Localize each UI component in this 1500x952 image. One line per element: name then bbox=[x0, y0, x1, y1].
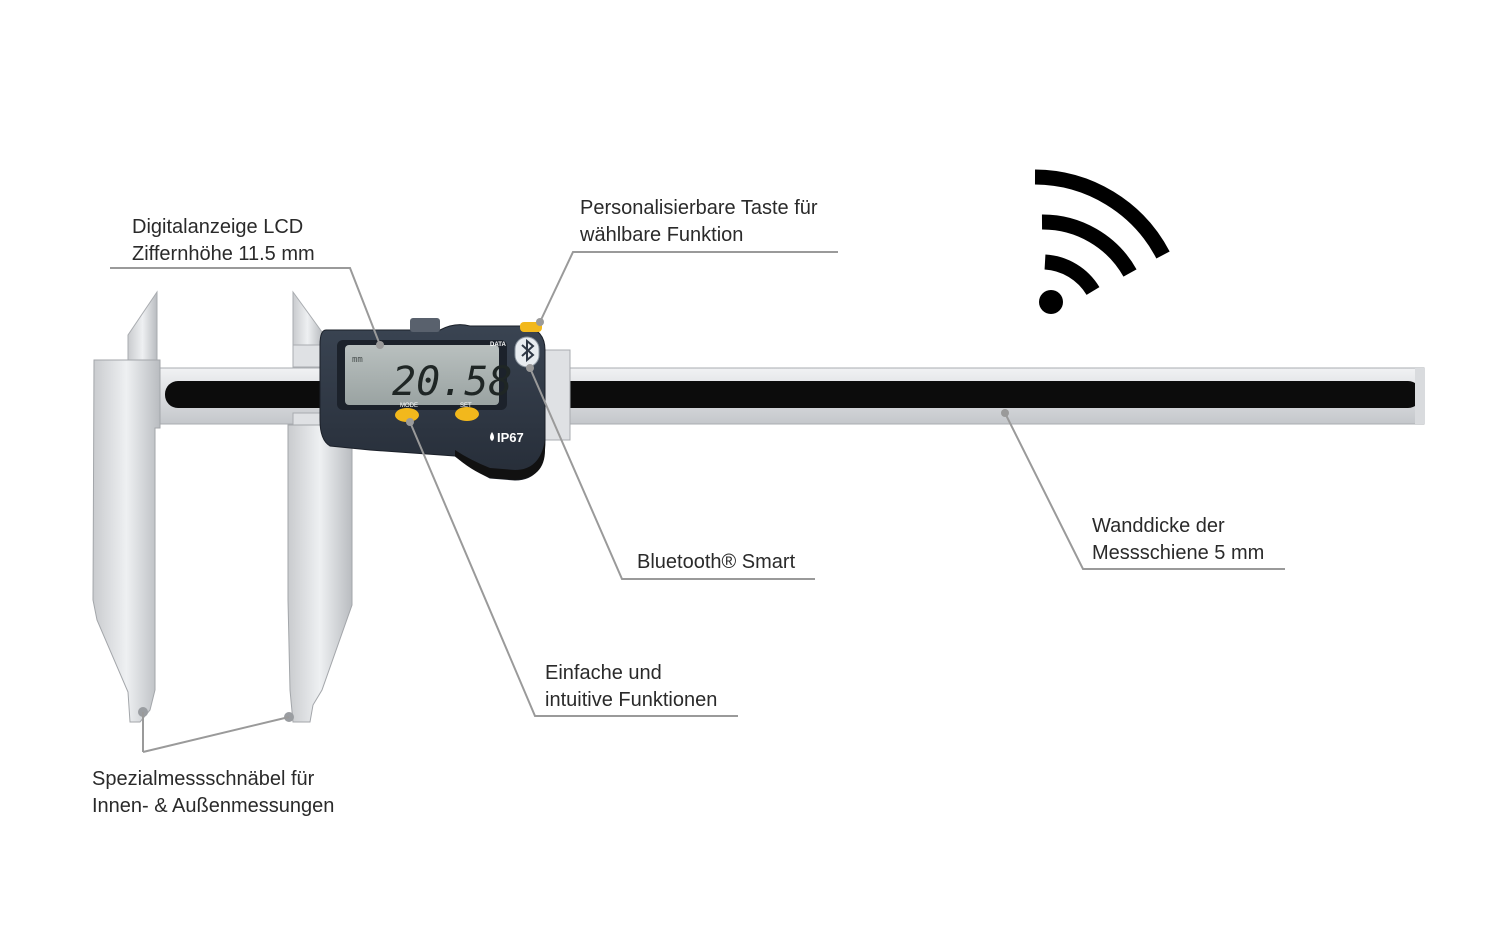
jaws-callout-line1: Spezialmessschnäbel für bbox=[92, 768, 315, 790]
functions-callout-line2: intuitive Funktionen bbox=[545, 689, 718, 711]
custom-key[interactable] bbox=[520, 322, 542, 332]
water-drop-icon bbox=[490, 432, 494, 441]
ip-rating: IP67 bbox=[497, 430, 524, 445]
bluetooth-button[interactable] bbox=[514, 336, 540, 368]
display-callout: Digitalanzeige LCD Ziffernhöhe 11.5 mm bbox=[132, 214, 315, 268]
bluetooth-callout: Bluetooth® Smart bbox=[637, 549, 795, 576]
display-callout-line2: Ziffernhöhe 11.5 mm bbox=[132, 243, 315, 265]
rail-callout-line2: Messschiene 5 mm bbox=[1092, 542, 1265, 564]
leader-dots bbox=[376, 318, 1009, 426]
set-button[interactable] bbox=[455, 407, 479, 421]
jaws-callout: Spezialmessschnäbel für Innen- & Außenme… bbox=[92, 766, 334, 820]
mode-label: MODE bbox=[400, 403, 418, 409]
rail-callout-line1: Wanddicke der bbox=[1092, 515, 1225, 537]
functions-callout-line1: Einfache und bbox=[545, 662, 662, 684]
custom-key-callout: Personalisierbare Taste für wählbare Fun… bbox=[580, 195, 818, 249]
jaws-callout-line2: Innen- & Außenmessungen bbox=[92, 795, 335, 817]
mode-button[interactable] bbox=[395, 408, 419, 422]
lcd-reading: 20.58 bbox=[392, 359, 512, 405]
custom-key-callout-line2: wählbare Funktion bbox=[580, 224, 744, 246]
bluetooth-icon bbox=[521, 338, 535, 363]
custom-key-callout-line1: Personalisierbare Taste für bbox=[580, 197, 818, 219]
fixed-jaw bbox=[92, 290, 161, 723]
display-callout-line1: Digitalanzeige LCD bbox=[132, 216, 304, 238]
leader-lines bbox=[110, 251, 1285, 753]
lcd-unit: mm bbox=[352, 355, 363, 365]
bluetooth-callout-text: Bluetooth® Smart bbox=[637, 551, 796, 573]
digital-unit: mm 20.58 DATA MODE SET IP67 bbox=[319, 318, 546, 481]
set-label: SET bbox=[460, 403, 472, 409]
data-label: DATA bbox=[490, 342, 506, 348]
wifi-icon bbox=[1034, 169, 1170, 314]
rail-callout: Wanddicke der Messschiene 5 mm bbox=[1092, 513, 1264, 567]
functions-callout: Einfache und intuitive Funktionen bbox=[545, 660, 717, 714]
